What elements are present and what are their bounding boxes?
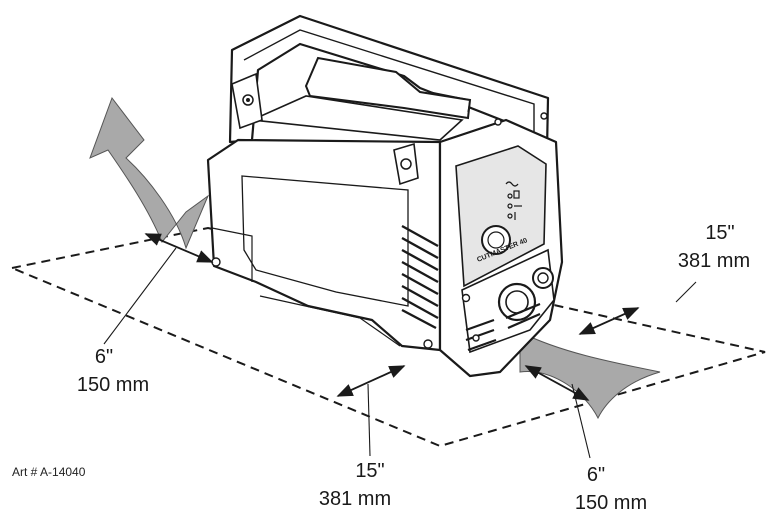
torch-connector bbox=[497, 282, 537, 322]
clearance-right-side-mm: 150 mm bbox=[574, 492, 648, 514]
side-inset bbox=[241, 175, 409, 307]
plasma-cutter-unit: CUTMASTER 40 bbox=[206, 14, 564, 378]
clearance-arrow-left-side bbox=[144, 233, 214, 263]
clearance-front-label: 15" bbox=[320, 458, 420, 484]
clearance-left-side-inches: 6" bbox=[94, 346, 114, 368]
indicator-icons bbox=[505, 181, 522, 220]
clearance-left-side-label: 6" bbox=[70, 344, 138, 370]
clearance-arrow-rear bbox=[578, 307, 640, 335]
clearance-front-mm-label: 381 mm bbox=[300, 486, 410, 512]
clearance-rear-inches: 15" bbox=[705, 222, 735, 244]
clearance-left-side-mm: 150 mm bbox=[76, 374, 150, 396]
clearance-right-side-mm-label: 150 mm bbox=[556, 490, 666, 516]
clearance-arrow-front bbox=[336, 365, 406, 397]
clearance-rear-mm-label: 381 mm bbox=[664, 248, 764, 274]
clearance-right-side-label: 6" bbox=[566, 462, 626, 488]
clearance-front-mm: 381 mm bbox=[318, 488, 392, 510]
ground-connector bbox=[532, 267, 554, 289]
vent-grille bbox=[401, 224, 439, 330]
clearance-arrow-right-side bbox=[524, 365, 590, 401]
clearance-right-side-inches: 6" bbox=[586, 464, 606, 486]
clearance-front-inches: 15" bbox=[355, 460, 385, 482]
art-number: Art # A-14040 bbox=[12, 465, 86, 479]
top-face bbox=[248, 95, 464, 141]
clearance-left-side-mm-label: 150 mm bbox=[58, 372, 168, 398]
leader-lines bbox=[103, 247, 697, 459]
airflow-exhaust-arrow bbox=[89, 96, 210, 250]
clearance-boundary bbox=[8, 226, 766, 448]
clearance-rear-label: 15" bbox=[690, 220, 750, 246]
side-panel bbox=[206, 138, 442, 352]
clearance-rear-mm: 381 mm bbox=[677, 250, 751, 272]
front-control-panel bbox=[455, 145, 547, 288]
current-knob bbox=[481, 225, 511, 255]
